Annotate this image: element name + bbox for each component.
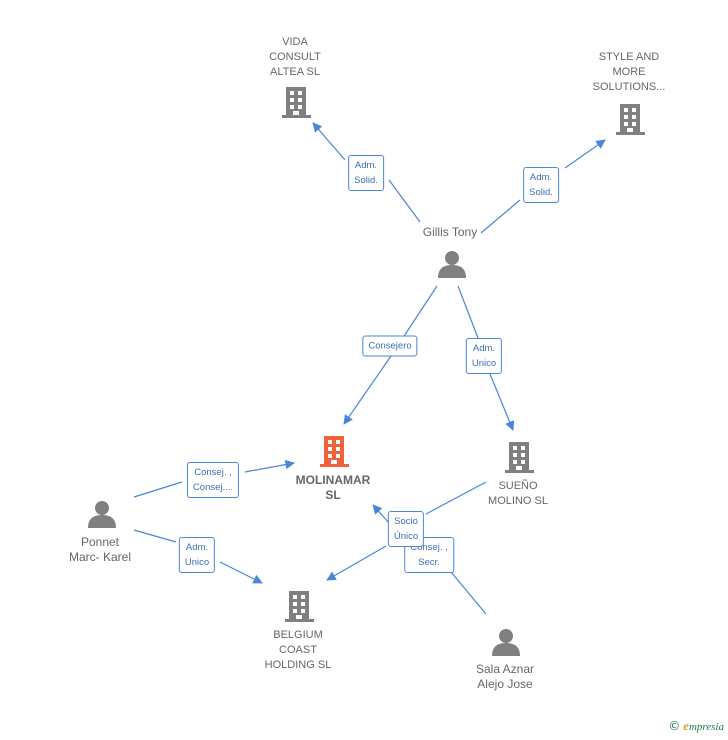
edge-label-line: Consej....	[192, 482, 234, 493]
node-label-sueno-molino: SUEÑO MOLINO SL	[488, 479, 548, 509]
edge-label-line: Consej. ,	[194, 467, 232, 478]
edge-label-line: Único	[393, 531, 419, 542]
node-label-line: ALTEA SL	[270, 66, 320, 78]
edge-gillis-sueno	[457, 285, 513, 430]
node-label-line: HOLDING SL	[264, 659, 332, 671]
node-label-molinamar: MOLINAMAR SL	[296, 473, 371, 503]
node-label-line: COAST	[279, 644, 317, 656]
edge-label-socio-unico[interactable]: Socio Único	[387, 511, 425, 547]
node-label-line: SL	[325, 488, 341, 502]
node-label-line: MORE	[612, 66, 646, 78]
edge-label-line: Adm.	[529, 172, 553, 183]
node-label-line: Gillis Tony	[422, 225, 478, 239]
edge-gillis-vida	[313, 123, 421, 223]
node-label-line: MOLINAMAR	[295, 473, 371, 487]
node-label-vida-consult-altea: VIDA CONSULT ALTEA SL	[269, 35, 321, 80]
edge-label-adm-solid[interactable]: Adm. Solid.	[523, 167, 559, 203]
node-label-gillis-tony: Gillis Tony	[423, 225, 477, 240]
node-label-line: SOLUTIONS...	[592, 81, 666, 93]
building-icon	[505, 442, 534, 473]
node-label-line: CONSULT	[269, 51, 321, 63]
building-icon	[282, 85, 311, 118]
node-label-line: SUEÑO	[498, 480, 538, 492]
node-label-line: Ponnet	[80, 535, 120, 549]
node-label-ponnet-marc-karel: Ponnet Marc- Karel	[69, 535, 131, 565]
edge-label-line: Solid.	[354, 175, 378, 186]
edge-ponnet-belgium	[133, 529, 262, 583]
node-label-sala-aznar-alejo-jose: Sala Aznar Alejo Jose	[476, 662, 534, 692]
edge-label-line: Solid.	[529, 187, 553, 198]
empresia-watermark: © empresia	[668, 718, 724, 734]
node-label-line: VIDA	[282, 36, 308, 48]
copyright-icon: ©	[668, 719, 681, 733]
edge-label-line: Unico	[471, 358, 497, 369]
edge-label-line: Socio	[394, 516, 418, 527]
person-icon	[492, 629, 520, 656]
building-icon	[285, 591, 314, 622]
edge-label-consejero[interactable]: Consejero	[362, 335, 418, 357]
edge-label-adm-unico[interactable]: Adm. Unico	[178, 537, 216, 573]
edge-label-line: Adm.	[185, 542, 209, 553]
node-label-belgium-coast-holding: BELGIUM COAST HOLDING SL	[265, 628, 332, 673]
person-icon	[88, 501, 116, 528]
node-label-line: BELGIUM	[273, 629, 323, 641]
edge-label-adm-unico[interactable]: Adm. Unico	[465, 338, 503, 374]
edge-label-line: Consejero	[368, 340, 412, 352]
brand-logo-mark: e	[683, 718, 689, 733]
building-icon-main	[320, 436, 349, 467]
edge-label-consej-consej[interactable]: Consej. , Consej....	[186, 462, 240, 498]
edge-label-line: Adm.	[472, 343, 496, 354]
edge-sueno-belgium	[327, 481, 487, 580]
node-label-line: STYLE AND	[598, 51, 660, 63]
brand-logo-text: mpresia	[688, 721, 724, 733]
node-label-line: MOLINO SL	[488, 495, 548, 507]
building-icon	[616, 104, 645, 135]
person-icon	[438, 251, 466, 278]
edge-label-adm-solid[interactable]: Adm. Solid.	[348, 155, 384, 191]
node-label-line: Sala Aznar	[475, 662, 535, 676]
node-label-style-and-more: STYLE AND MORE SOLUTIONS...	[593, 50, 666, 95]
edge-label-line: Consej. ,	[410, 542, 448, 553]
edge-ponnet-molinamar	[133, 463, 294, 498]
edge-label-line: Adm.	[354, 160, 378, 171]
edge-label-line: Secr.	[418, 557, 440, 568]
node-label-line: Marc- Karel	[68, 550, 132, 564]
edge-gillis-style	[480, 140, 605, 234]
edge-label-line: Unico	[184, 557, 210, 568]
node-label-line: Alejo Jose	[477, 677, 533, 691]
